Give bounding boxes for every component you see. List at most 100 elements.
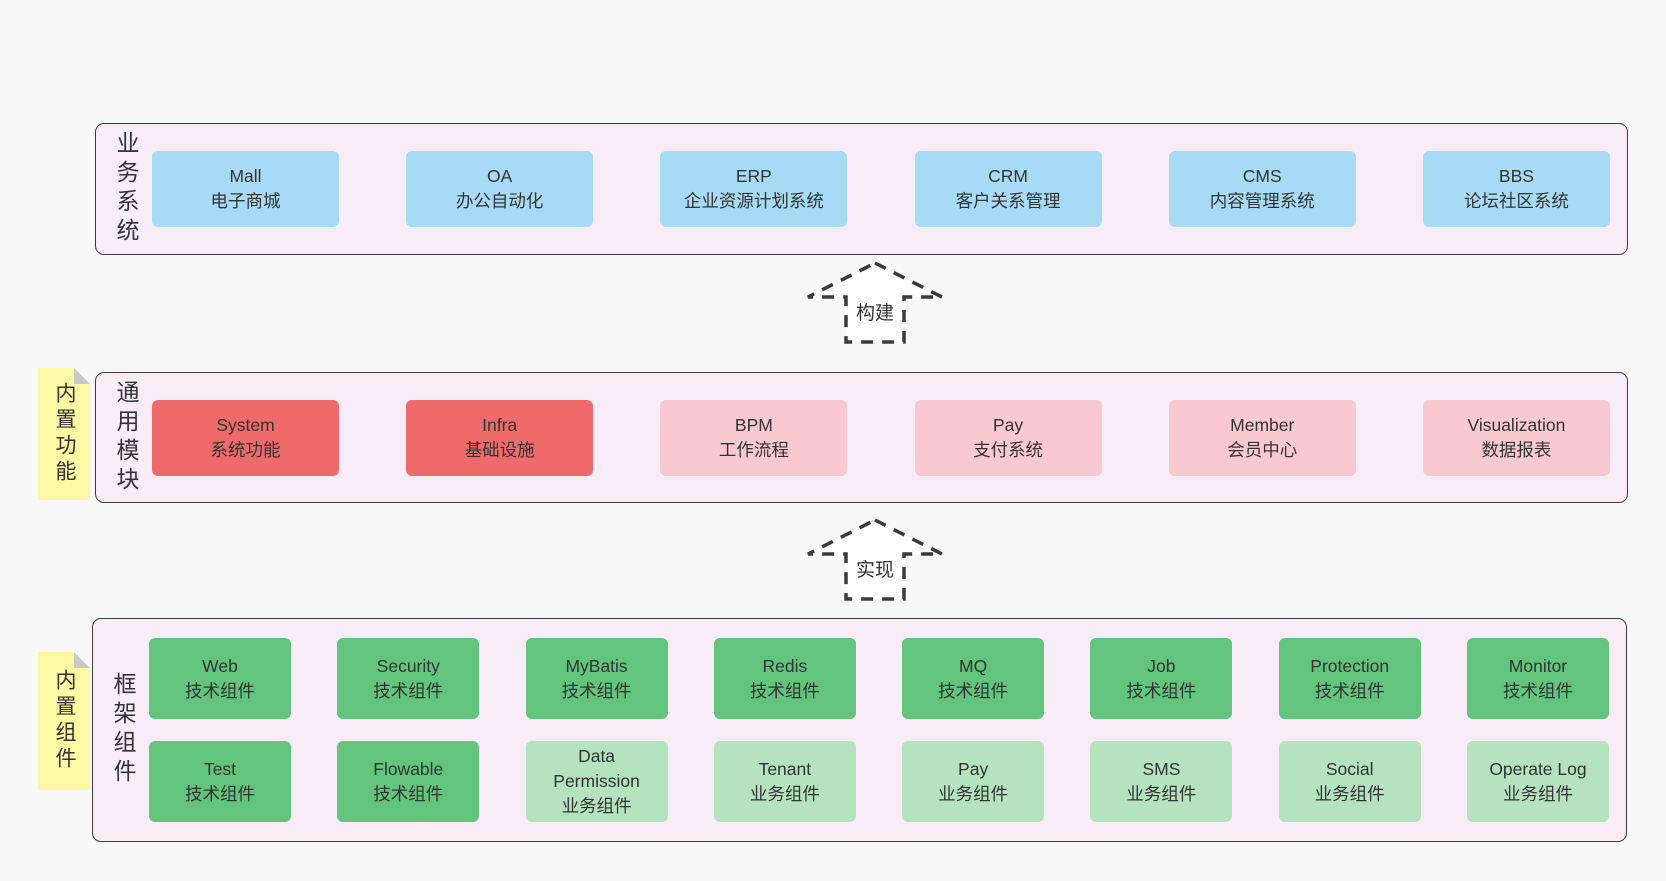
- box-desc: 技术组件: [373, 783, 444, 804]
- box-desc: 技术组件: [1126, 680, 1197, 701]
- component-box-job: Job 技术组件: [1090, 638, 1233, 719]
- box-name: Monitor: [1508, 655, 1568, 676]
- component-box-redis: Redis 技术组件: [713, 638, 856, 719]
- component-box-test: Test 技术组件: [149, 741, 291, 822]
- band-common-modules: 通用模块 System 系统功能 Infra 基础设施 BPM 工作流程 Pay…: [95, 372, 1628, 503]
- band-common-modules-content: System 系统功能 Infra 基础设施 BPM 工作流程 Pay 支付系统…: [144, 373, 1627, 502]
- box-name: Data Permission: [553, 746, 640, 791]
- box-desc: 业务组件: [938, 783, 1009, 804]
- sticky-note-label: 内置组件: [53, 669, 76, 773]
- box-desc: 业务组件: [749, 783, 820, 804]
- box-name: SMS: [1142, 758, 1181, 779]
- component-box-tenant: Tenant 业务组件: [713, 741, 856, 822]
- box-name: Social: [1325, 758, 1374, 779]
- component-box-pay: Pay 业务组件: [902, 741, 1045, 822]
- system-box-crm: CRM 客户关系管理: [914, 151, 1102, 227]
- box-name: BBS: [1498, 166, 1534, 186]
- box-desc: 技术组件: [561, 680, 632, 701]
- module-box-visualization: Visualization 数据报表: [1422, 399, 1610, 476]
- box-desc: 会员中心: [1227, 439, 1298, 460]
- box-desc: 电子商城: [210, 191, 281, 211]
- box-desc: 支付系统: [973, 439, 1044, 460]
- box-desc: 业务组件: [1502, 783, 1573, 804]
- sticky-note-built-in-features: 内置功能: [38, 368, 90, 500]
- box-name: Pay: [992, 414, 1024, 435]
- box-name: Job: [1147, 655, 1176, 676]
- box-desc: 客户关系管理: [955, 191, 1061, 211]
- box-desc: 业务组件: [1126, 783, 1197, 804]
- arrow-build-label: 构建: [851, 297, 899, 326]
- box-name: Tenant: [758, 758, 812, 779]
- box-desc: 论坛社区系统: [1463, 191, 1569, 211]
- box-desc: 基础设施: [464, 439, 535, 460]
- box-desc: 业务组件: [561, 796, 632, 816]
- box-desc: 技术组件: [373, 680, 444, 701]
- system-box-mall: Mall 电子商城: [152, 151, 339, 227]
- component-box-social: Social 业务组件: [1278, 741, 1421, 822]
- box-name: Operate Log: [1489, 758, 1587, 779]
- component-box-web: Web 技术组件: [149, 638, 291, 719]
- box-desc: 办公自动化: [455, 191, 544, 211]
- module-box-bpm: BPM 工作流程: [660, 399, 848, 476]
- box-desc: 技术组件: [749, 680, 820, 701]
- component-box-security: Security 技术组件: [337, 638, 480, 719]
- system-box-oa: OA 办公自动化: [406, 151, 594, 227]
- box-name: MyBatis: [565, 655, 628, 676]
- component-box-monitor: Monitor 技术组件: [1466, 638, 1609, 719]
- box-name: Web: [202, 655, 238, 676]
- box-desc: 技术组件: [185, 680, 255, 701]
- box-desc: 技术组件: [1314, 680, 1385, 701]
- component-box-flowable: Flowable 技术组件: [337, 741, 480, 822]
- box-name: Visualization: [1467, 414, 1566, 435]
- module-box-infra: Infra 基础设施: [406, 399, 594, 476]
- box-name: ERP: [735, 166, 772, 186]
- band-framework-components-content: Web 技术组件 Security 技术组件 MyBatis 技术组件 Redi…: [141, 619, 1626, 841]
- component-box-mq: MQ 技术组件: [902, 638, 1045, 719]
- box-desc: 技术组件: [185, 783, 255, 804]
- band-label-column: 通用模块: [96, 373, 144, 502]
- band-framework-components-label: 框架组件: [110, 672, 136, 788]
- band-framework-components: 框架组件 Web 技术组件 Security 技术组件 MyBatis 技术组件…: [92, 618, 1627, 842]
- sticky-note-label: 内置功能: [53, 382, 76, 486]
- box-desc: 业务组件: [1314, 783, 1385, 804]
- system-box-cms: CMS 内容管理系统: [1168, 151, 1356, 227]
- box-desc: 技术组件: [938, 680, 1009, 701]
- system-box-bbs: BBS 论坛社区系统: [1422, 151, 1610, 227]
- box-desc: 数据报表: [1481, 439, 1552, 460]
- box-name: Security: [376, 655, 440, 676]
- box-name: OA: [487, 166, 513, 186]
- box-name: System: [216, 414, 275, 435]
- band-business-systems: 业务系统 Mall 电子商城 OA 办公自动化 ERP 企业资源计划系统 CRM…: [95, 123, 1628, 255]
- band-label-column: 框架组件: [93, 619, 141, 841]
- box-name: Infra: [482, 414, 518, 435]
- box-name: Test: [203, 758, 237, 779]
- box-desc: 系统功能: [210, 439, 281, 460]
- module-box-pay: Pay 支付系统: [914, 399, 1102, 476]
- box-name: Flowable: [373, 758, 444, 779]
- box-name: Protection: [1310, 655, 1390, 676]
- box-name: BPM: [734, 414, 773, 435]
- box-name: CRM: [988, 166, 1028, 186]
- system-box-erp: ERP 企业资源计划系统: [660, 151, 848, 227]
- band-common-modules-label: 通用模块: [113, 379, 139, 496]
- component-box-operate-log: Operate Log 业务组件: [1466, 741, 1609, 822]
- band-business-systems-content: Mall 电子商城 OA 办公自动化 ERP 企业资源计划系统 CRM 客户关系…: [144, 124, 1627, 254]
- box-name: Mall: [229, 166, 262, 186]
- box-desc: 企业资源计划系统: [683, 191, 824, 211]
- box-name: Member: [1230, 414, 1295, 435]
- box-desc: 工作流程: [718, 439, 789, 460]
- component-box-data-permission: Data Permission 业务组件: [525, 741, 668, 822]
- band-business-systems-label: 业务系统: [113, 131, 139, 247]
- component-row-1: Web 技术组件 Security 技术组件 MyBatis 技术组件 Redi…: [149, 638, 1609, 719]
- component-box-protection: Protection 技术组件: [1278, 638, 1421, 719]
- box-name: MQ: [959, 655, 988, 676]
- box-name: CMS: [1242, 166, 1282, 186]
- arrow-implement: 实现: [805, 517, 945, 603]
- arrow-build: 构建: [805, 260, 945, 346]
- component-row-2: Test 技术组件 Flowable 技术组件 Data Permission …: [149, 741, 1609, 822]
- box-desc: 内容管理系统: [1209, 191, 1315, 211]
- arrow-implement-label: 实现: [851, 554, 899, 583]
- box-name: Pay: [958, 758, 989, 779]
- band-label-column: 业务系统: [96, 124, 144, 254]
